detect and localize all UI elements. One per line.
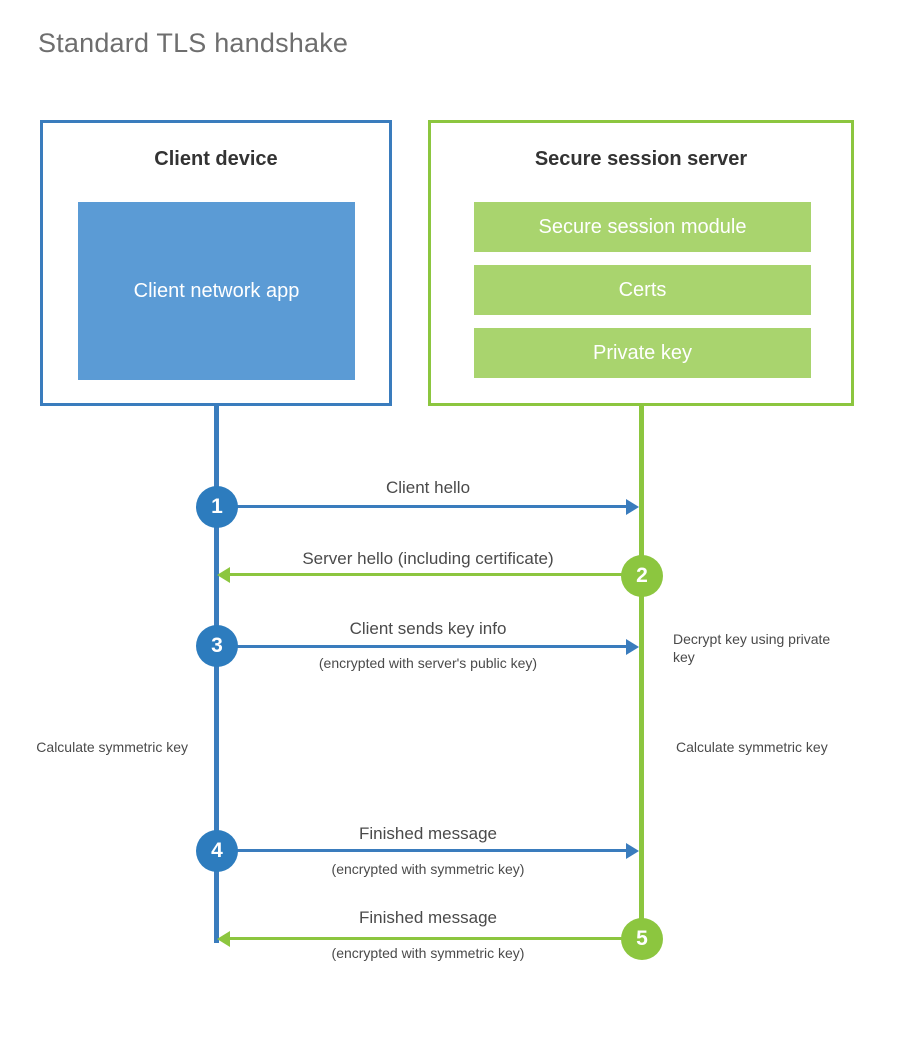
message-2-label: Server hello (including certificate) xyxy=(302,549,554,568)
message-1-arrow-head-icon xyxy=(626,499,639,515)
message-4-sublabel: (encrypted with symmetric key) xyxy=(331,861,525,877)
message-1-arrow-line xyxy=(217,505,626,508)
message-2-arrow-line xyxy=(230,573,641,576)
client-lifeline xyxy=(214,403,219,943)
message-1-label: Client hello xyxy=(385,478,471,497)
page-title: Standard TLS handshake xyxy=(38,28,349,58)
server-lifeline xyxy=(639,403,644,940)
annotation-client-calculate-symmetric-key: Calculate symmetric key xyxy=(36,739,188,755)
server-block-certs: Certs xyxy=(474,265,811,315)
step-marker-1: 1 xyxy=(196,486,238,528)
client-network-app-block: Client network app xyxy=(78,202,355,380)
step-marker-4: 4 xyxy=(196,830,238,872)
message-5-arrow-head-icon xyxy=(217,931,230,947)
message-4-arrow-head-icon xyxy=(626,843,639,859)
step-marker-3: 3 xyxy=(196,625,238,667)
message-3-arrow-line xyxy=(217,645,626,648)
server-block-secure-session-module: Secure session module xyxy=(474,202,811,252)
message-4-label: Finished message xyxy=(359,824,497,843)
client-device-box: Client device Client network app xyxy=(40,120,392,406)
message-5-arrow-line xyxy=(230,937,641,940)
message-3-arrow-head-icon xyxy=(626,639,639,655)
step-marker-5: 5 xyxy=(621,918,663,960)
secure-session-server-title: Secure session server xyxy=(534,148,748,170)
message-5-sublabel: (encrypted with symmetric key) xyxy=(331,945,525,961)
client-device-title: Client device xyxy=(154,148,278,170)
message-5-label: Finished message xyxy=(359,908,497,927)
message-4-arrow-line xyxy=(217,849,626,852)
step-marker-2: 2 xyxy=(621,555,663,597)
annotation-server-calculate-symmetric-key: Calculate symmetric key xyxy=(676,739,828,755)
message-3-label: Client sends key info xyxy=(349,619,507,638)
message-3-sublabel: (encrypted with server's public key) xyxy=(318,655,538,671)
annotation-decrypt-key: Decrypt key using private key xyxy=(673,631,831,665)
secure-session-server-box: Secure session server Secure session mod… xyxy=(428,120,854,406)
server-block-private-key: Private key xyxy=(474,328,811,378)
message-2-arrow-head-icon xyxy=(217,567,230,583)
